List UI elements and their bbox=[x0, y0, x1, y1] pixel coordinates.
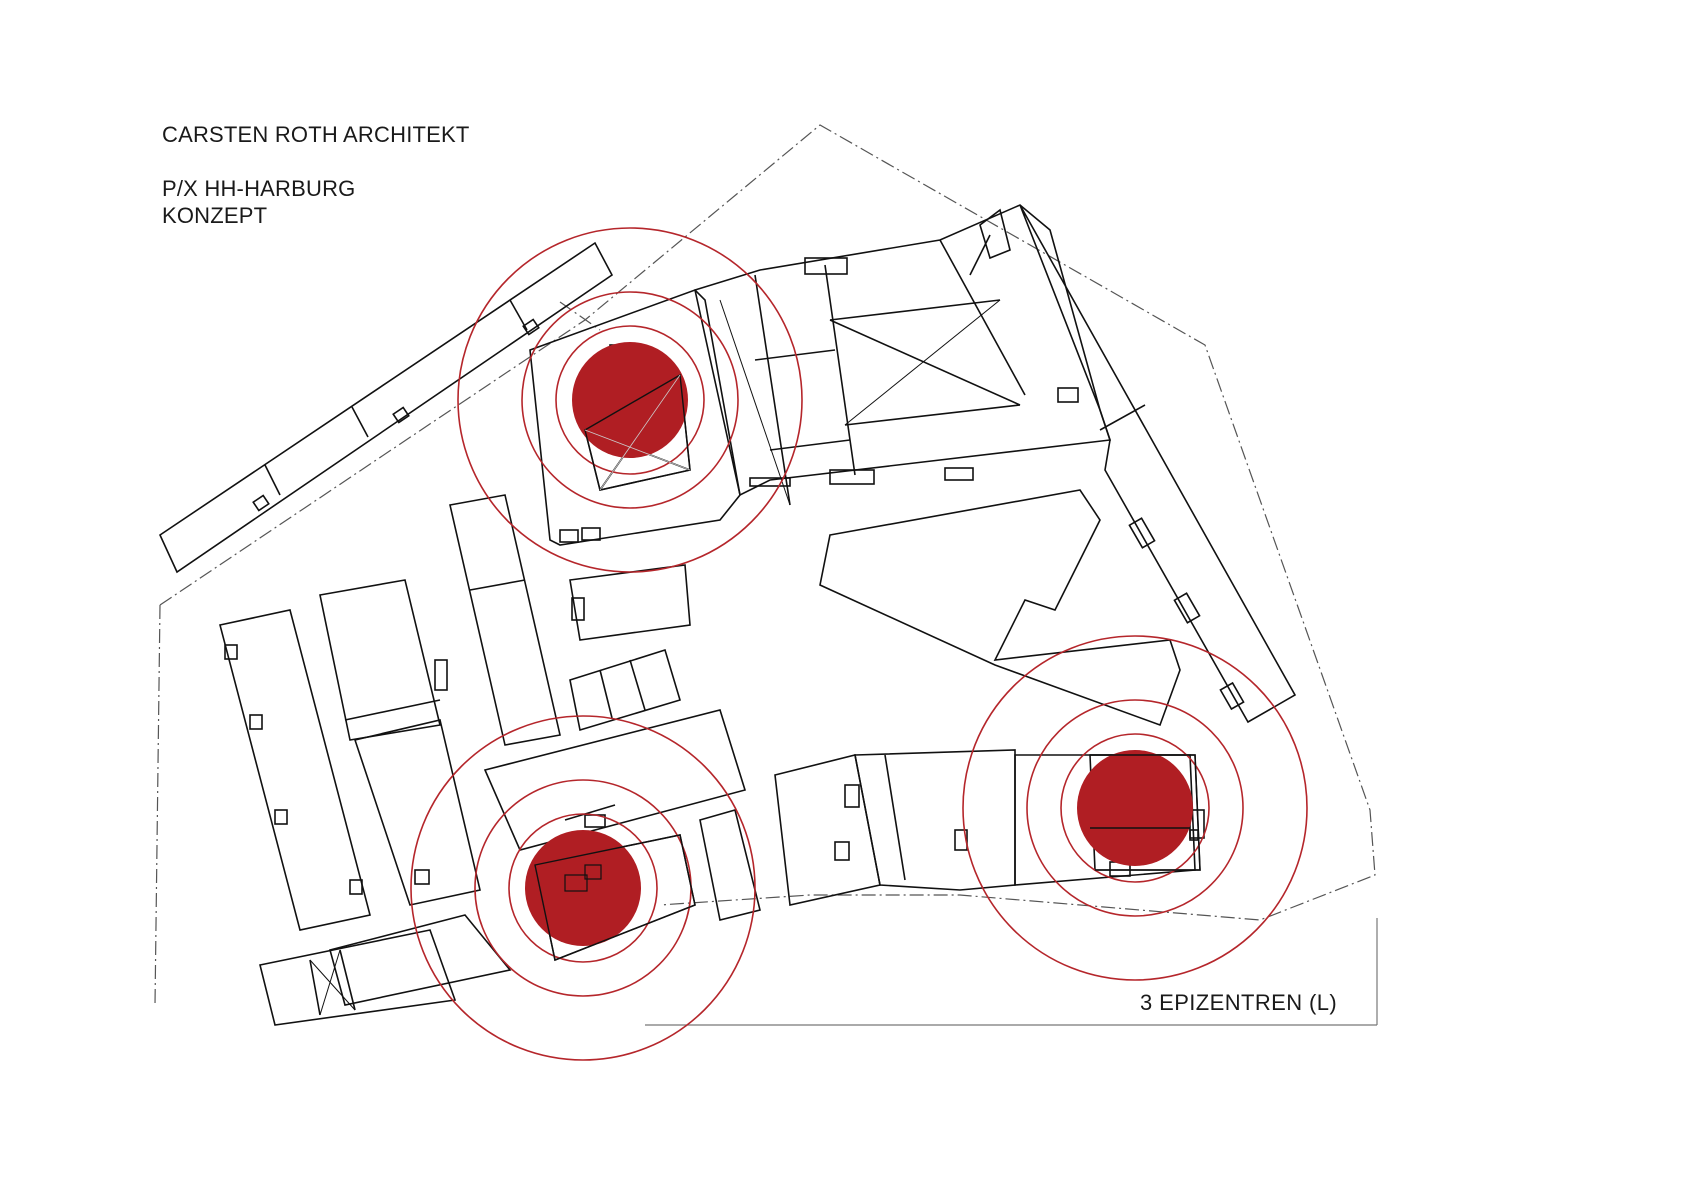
building-diagonal-bar bbox=[158, 241, 614, 574]
epicenter-southeast bbox=[962, 635, 1308, 981]
building-west-1 bbox=[219, 609, 371, 931]
building-west-3 bbox=[353, 719, 481, 906]
buildings bbox=[158, 204, 1297, 1026]
title-block: CARSTEN ROTH ARCHITEKT P/X HH-HARBURG KO… bbox=[162, 121, 470, 229]
epicenters bbox=[410, 227, 1308, 1061]
site-boundary bbox=[154, 124, 1376, 1006]
building-small-2 bbox=[569, 648, 681, 732]
building-north-block bbox=[694, 204, 1112, 497]
project-phase: KONZEPT bbox=[162, 203, 268, 228]
building-sw-hub bbox=[483, 709, 747, 851]
building-mid-bar bbox=[449, 494, 561, 746]
epicenter-southwest bbox=[410, 715, 756, 1061]
building-central bbox=[819, 489, 1181, 727]
office-name: CARSTEN ROTH ARCHITEKT bbox=[162, 122, 470, 147]
building-small-1 bbox=[569, 564, 691, 641]
diagram-caption: 3 EPIZENTREN (L) bbox=[1140, 990, 1338, 1015]
building-sw-block bbox=[259, 929, 457, 1026]
building-east-strip bbox=[1019, 204, 1297, 724]
project-name: P/X HH-HARBURG bbox=[162, 176, 356, 201]
epicenter-north bbox=[457, 227, 803, 573]
building-south-mid bbox=[774, 754, 881, 906]
caption-frame bbox=[645, 918, 1378, 1026]
building-west-2 bbox=[319, 579, 441, 741]
building-nw-hub bbox=[529, 289, 741, 546]
building-south-long bbox=[854, 749, 1016, 891]
